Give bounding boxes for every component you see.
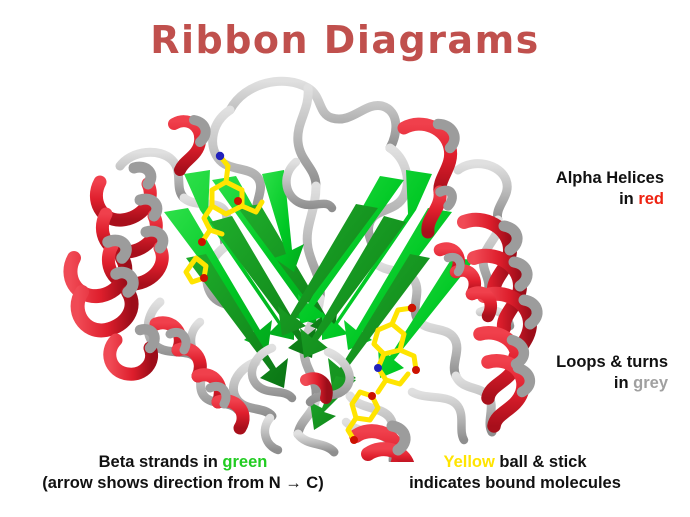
legend-keyword-red: red: [638, 190, 664, 209]
atom-nitrogen: [215, 151, 225, 161]
ribbon-diagram-svg: [63, 76, 543, 489]
atom-oxygen: [234, 197, 242, 205]
alpha-helix: [149, 316, 250, 435]
ligand-ball-and-stick: [217, 153, 231, 185]
legend-keyword-yellow: Yellow: [443, 453, 495, 471]
legend-ball-and-stick: Yellow ball & stick indicates bound mole…: [350, 452, 680, 494]
beta-strand: [212, 176, 318, 324]
legend-beta-strands-line2: (arrow shows direction from N → C): [42, 474, 324, 493]
atom-oxygen: [368, 392, 376, 400]
ligand-ball-and-stick: [389, 305, 415, 327]
beta-strand: [278, 204, 378, 336]
atom-nitrogen: [374, 364, 382, 372]
ligand-ball-and-stick: [397, 347, 419, 373]
legend-loops-turns-line1: Loops & turns: [556, 353, 668, 371]
beta-strand: [322, 170, 432, 340]
ligand-ball-and-stick: [375, 351, 389, 395]
alpha-helix-group-left: [63, 115, 250, 435]
alpha-helix: [168, 115, 211, 176]
legend-beta-strands: Beta strands in green (arrow shows direc…: [18, 452, 348, 494]
atom-oxygen: [412, 366, 420, 374]
alpha-helix: [433, 242, 498, 323]
legend-prefix: Beta strands in: [98, 453, 223, 471]
atom-oxygen: [200, 274, 208, 282]
alpha-helix-group-right: [300, 117, 543, 489]
ligand-atoms-left: [198, 151, 242, 282]
ligand-group-right: [345, 305, 419, 443]
legend-prefix: in: [619, 190, 639, 209]
ligand-ball-and-stick: [183, 255, 209, 285]
alpha-helix: [63, 234, 139, 338]
beta-strand: [300, 216, 406, 358]
legend-ball-and-stick-line1: Yellow ball & stick: [350, 452, 680, 473]
beta-strand: [328, 254, 430, 388]
page-title: Ribbon Diagrams: [150, 18, 540, 62]
alpha-helix: [103, 324, 160, 381]
beta-strand: [298, 176, 404, 324]
ligand-ball-and-stick: [239, 199, 265, 215]
beta-strand: [262, 170, 304, 272]
legend-keyword-grey: grey: [633, 374, 668, 393]
alpha-helix: [300, 372, 333, 404]
atom-oxygen: [350, 436, 358, 444]
ligand-ball-and-stick: [207, 227, 225, 237]
ligand-atoms-right: [350, 303, 420, 444]
legend-suffix: ball & stick: [494, 453, 587, 471]
legend-alpha-helices: Alpha Helices in red: [556, 168, 664, 210]
legend-loops-turns-line2: in grey: [556, 373, 668, 394]
legend-keyword-green: green: [222, 453, 268, 471]
ligand-ball-and-stick: [383, 371, 411, 387]
atom-oxygen: [198, 238, 206, 246]
protein-ribbon-diagram: [60, 62, 560, 489]
legend-beta-strands-line1: Beta strands in green: [18, 452, 348, 473]
legend-ball-and-stick-line2: indicates bound molecules: [409, 474, 621, 493]
atom-oxygen: [407, 303, 417, 313]
legend-prefix: in: [613, 374, 634, 393]
alpha-helix: [473, 326, 535, 433]
ligand-ball-and-stick: [199, 203, 215, 245]
legend-alpha-helices-line2: in red: [556, 189, 664, 210]
legend-loops-turns: Loops & turns in grey: [556, 352, 668, 394]
beta-strand-group-right: [278, 170, 474, 430]
ligand-group-left: [183, 153, 265, 285]
legend-alpha-helices-line1: Alpha Helices: [555, 169, 664, 187]
alpha-helix: [397, 117, 460, 239]
